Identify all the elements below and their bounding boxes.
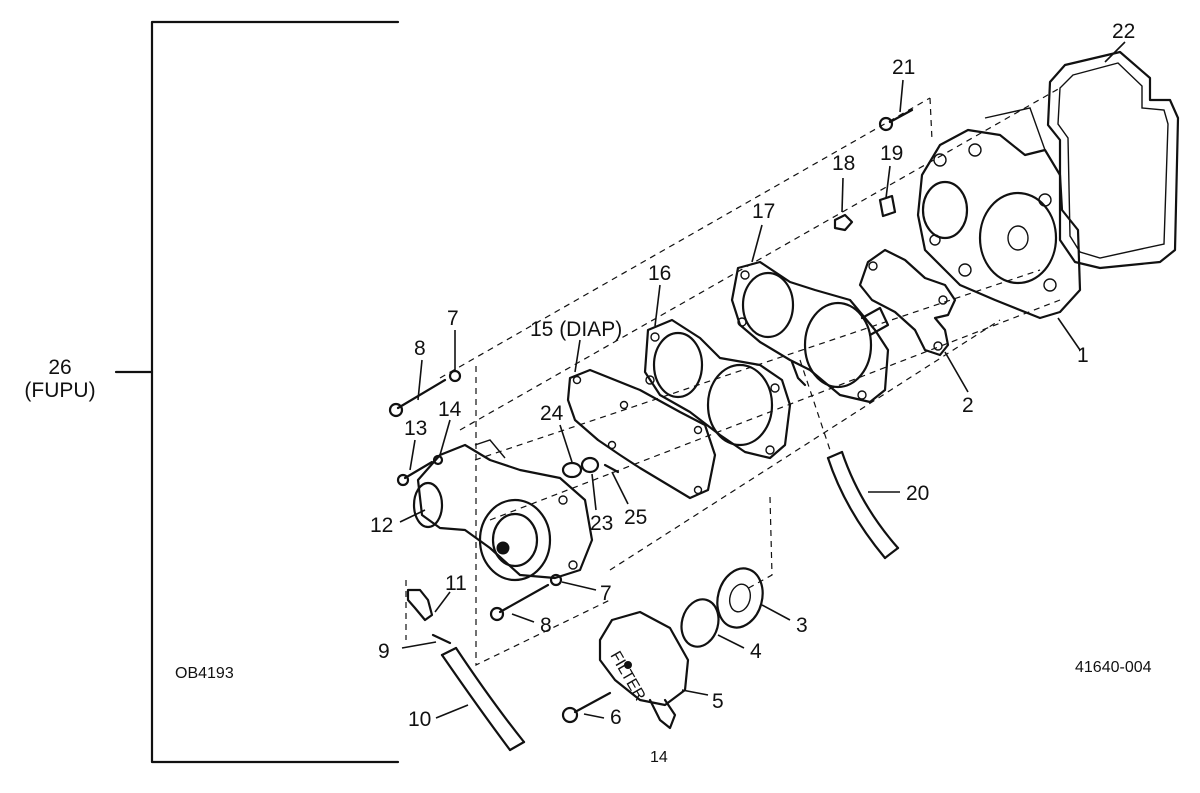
- callout-12: 12: [370, 514, 393, 537]
- screw-part-6: [561, 691, 612, 724]
- screw-part-8-top: [388, 378, 447, 418]
- nut-part-18: [833, 213, 854, 232]
- callout-24: 24: [540, 402, 564, 425]
- leader-lines: [399, 41, 1126, 719]
- callout-11: 11: [445, 572, 467, 595]
- bottom-note: 14: [650, 749, 668, 766]
- gasket-part-22: [1046, 50, 1180, 270]
- callout-21: 21: [892, 56, 915, 79]
- gasket-part-16: [643, 318, 792, 460]
- callout-15: 15 (DIAP): [530, 318, 622, 341]
- gasket-part-4: [680, 598, 720, 648]
- callout-7-top: 7: [447, 307, 459, 330]
- hose-part-20: [826, 450, 900, 560]
- hose-part-10: [440, 646, 526, 752]
- spacer-part-19: [878, 194, 897, 218]
- pump-cover-part-12: [412, 439, 594, 582]
- callout-1: 1: [1077, 344, 1089, 367]
- drawing-code-left: OB4193: [175, 665, 234, 682]
- clamp-part-9: [431, 633, 452, 645]
- lockwasher-part-7-bottom: [549, 573, 563, 587]
- callout-17: 17: [752, 200, 775, 223]
- callout-13: 13: [404, 417, 427, 440]
- drawing-code-right: 41640-004: [1075, 659, 1152, 676]
- callout-22: 22: [1112, 20, 1135, 43]
- callout-4: 4: [750, 640, 762, 663]
- lockwasher-part-7-top: [448, 369, 462, 383]
- fitting-part-11: [406, 588, 434, 622]
- callout-7-bottom: 7: [600, 582, 612, 605]
- callout-19: 19: [880, 142, 903, 165]
- washer-part-24: [561, 461, 583, 479]
- pin-part-25: [603, 463, 620, 474]
- assembly-label: 26: [48, 356, 71, 379]
- pump-body-part-17: [730, 260, 890, 404]
- callout-23: 23: [590, 512, 613, 535]
- plate-part-2: [858, 248, 957, 357]
- screw-part-13: [396, 460, 434, 487]
- callout-14: 14: [438, 398, 462, 421]
- callout-10: 10: [408, 708, 431, 731]
- callout-5: 5: [712, 690, 724, 713]
- pump-base-part-1: [916, 107, 1082, 320]
- washer-part-14: [432, 454, 444, 466]
- callout-8-top: 8: [414, 337, 426, 360]
- callout-6: 6: [610, 706, 622, 729]
- callout-25: 25: [624, 506, 647, 529]
- screw-part-8-bottom: [489, 583, 550, 622]
- callout-3: 3: [796, 614, 808, 637]
- callout-16: 16: [648, 262, 671, 285]
- diaphragm-part-15: [566, 368, 717, 500]
- assembly-sublabel: (FUPU): [24, 379, 95, 402]
- callout-18: 18: [832, 152, 855, 175]
- assembly-bracket: [114, 20, 400, 764]
- callout-20: 20: [906, 482, 929, 505]
- callout-8-bottom: 8: [540, 614, 552, 637]
- washer-part-23: [580, 456, 600, 474]
- screw-part-21: [878, 108, 914, 132]
- callout-2: 2: [962, 394, 974, 417]
- callout-9: 9: [378, 640, 390, 663]
- valve-part-3: [716, 567, 764, 629]
- callout-labels: 1 2 3 4 5 6 7 7 8 8 9 10 11 12 13 14 15 …: [370, 20, 1135, 731]
